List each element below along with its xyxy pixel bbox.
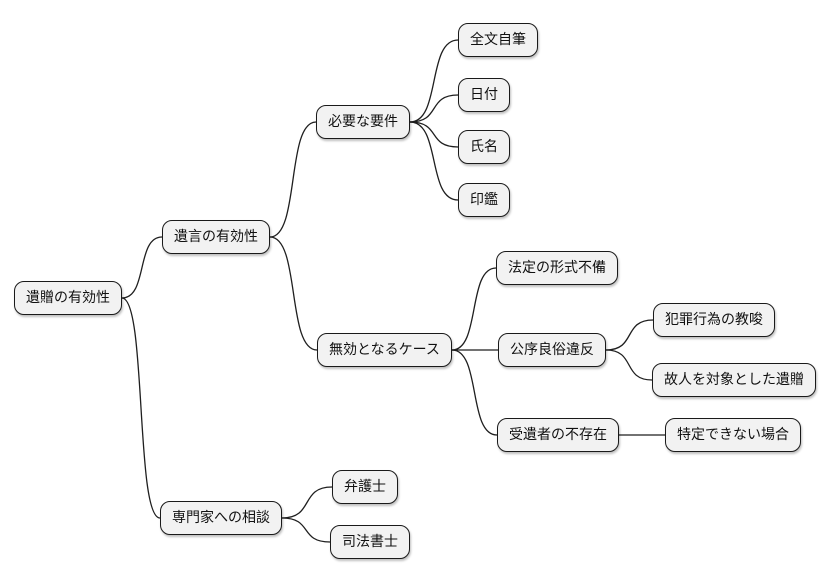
edge-will-validity-to-requirements xyxy=(269,121,317,238)
edge-root-to-expert-consult xyxy=(121,297,161,519)
edge-will-validity-to-invalid-cases xyxy=(269,236,318,351)
edge-root-to-will-validity xyxy=(121,236,163,299)
edge-requirements-to-date xyxy=(409,94,459,123)
edge-expert-consult-to-scrivener xyxy=(281,517,331,543)
node-crime-incitement[interactable]: 犯罪行為の教唆 xyxy=(653,303,775,337)
edge-public-order-to-crime-incitement xyxy=(605,319,654,351)
node-deceased-bequest[interactable]: 故人を対象とした遺贈 xyxy=(652,363,816,397)
node-scrivener[interactable]: 司法書士 xyxy=(330,525,410,559)
edge-expert-consult-to-lawyer xyxy=(281,486,333,519)
node-expert-consult[interactable]: 専門家への相談 xyxy=(160,501,282,535)
node-name[interactable]: 氏名 xyxy=(458,130,510,164)
edge-invalid-cases-to-no-legatee xyxy=(451,349,498,436)
node-requirements[interactable]: 必要な要件 xyxy=(316,105,410,139)
node-formal-defect[interactable]: 法定の形式不備 xyxy=(496,251,618,285)
node-no-legatee[interactable]: 受遺者の不存在 xyxy=(497,418,619,452)
edge-public-order-to-deceased-bequest xyxy=(605,349,653,381)
node-invalid-cases[interactable]: 無効となるケース xyxy=(317,333,452,367)
edge-requirements-to-seal xyxy=(409,121,459,201)
edge-requirements-to-handwritten xyxy=(409,39,459,123)
node-unidentifiable[interactable]: 特定できない場合 xyxy=(665,418,801,452)
node-will-validity[interactable]: 遺言の有効性 xyxy=(162,220,270,254)
node-seal[interactable]: 印鑑 xyxy=(458,183,510,217)
node-public-order[interactable]: 公序良俗違反 xyxy=(498,333,606,367)
node-handwritten[interactable]: 全文自筆 xyxy=(458,23,538,57)
node-root[interactable]: 遺贈の有効性 xyxy=(14,281,122,315)
node-lawyer[interactable]: 弁護士 xyxy=(332,470,398,504)
edge-invalid-cases-to-formal-defect xyxy=(451,267,497,351)
node-date[interactable]: 日付 xyxy=(458,78,510,112)
edge-requirements-to-name xyxy=(409,121,459,148)
